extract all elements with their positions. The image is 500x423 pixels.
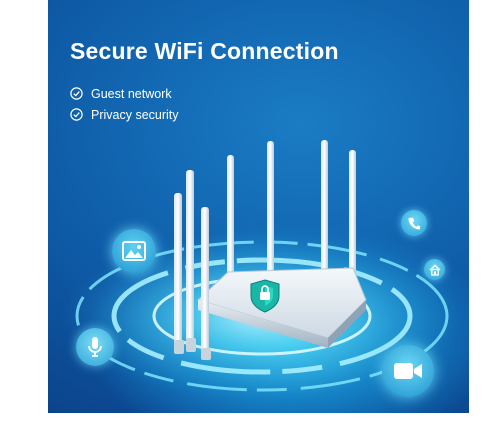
feature-label: Privacy security bbox=[91, 107, 179, 122]
product-banner: Secure WiFi Connection Guest network Pri… bbox=[48, 0, 469, 413]
router-body bbox=[197, 267, 367, 348]
shield-lock-icon bbox=[250, 279, 280, 313]
feature-item-guest-network: Guest network bbox=[70, 83, 179, 104]
antennas-back bbox=[227, 140, 356, 283]
video-camera-icon bbox=[382, 345, 434, 397]
feature-label: Guest network bbox=[91, 86, 172, 101]
feature-item-privacy-security: Privacy security bbox=[70, 104, 179, 125]
phone-icon bbox=[401, 210, 427, 236]
check-circle-icon bbox=[70, 108, 83, 121]
banner-title: Secure WiFi Connection bbox=[70, 38, 339, 64]
antennas-front bbox=[174, 170, 211, 360]
home-icon bbox=[424, 259, 445, 280]
wifi-router-illustration bbox=[62, 140, 462, 401]
image-icon bbox=[112, 229, 156, 273]
microphone-icon bbox=[76, 328, 114, 366]
signal-ring-middle bbox=[111, 257, 413, 375]
signal-ring-outer bbox=[75, 240, 449, 392]
check-circle-icon bbox=[70, 87, 83, 100]
feature-list: Guest network Privacy security bbox=[70, 83, 179, 125]
